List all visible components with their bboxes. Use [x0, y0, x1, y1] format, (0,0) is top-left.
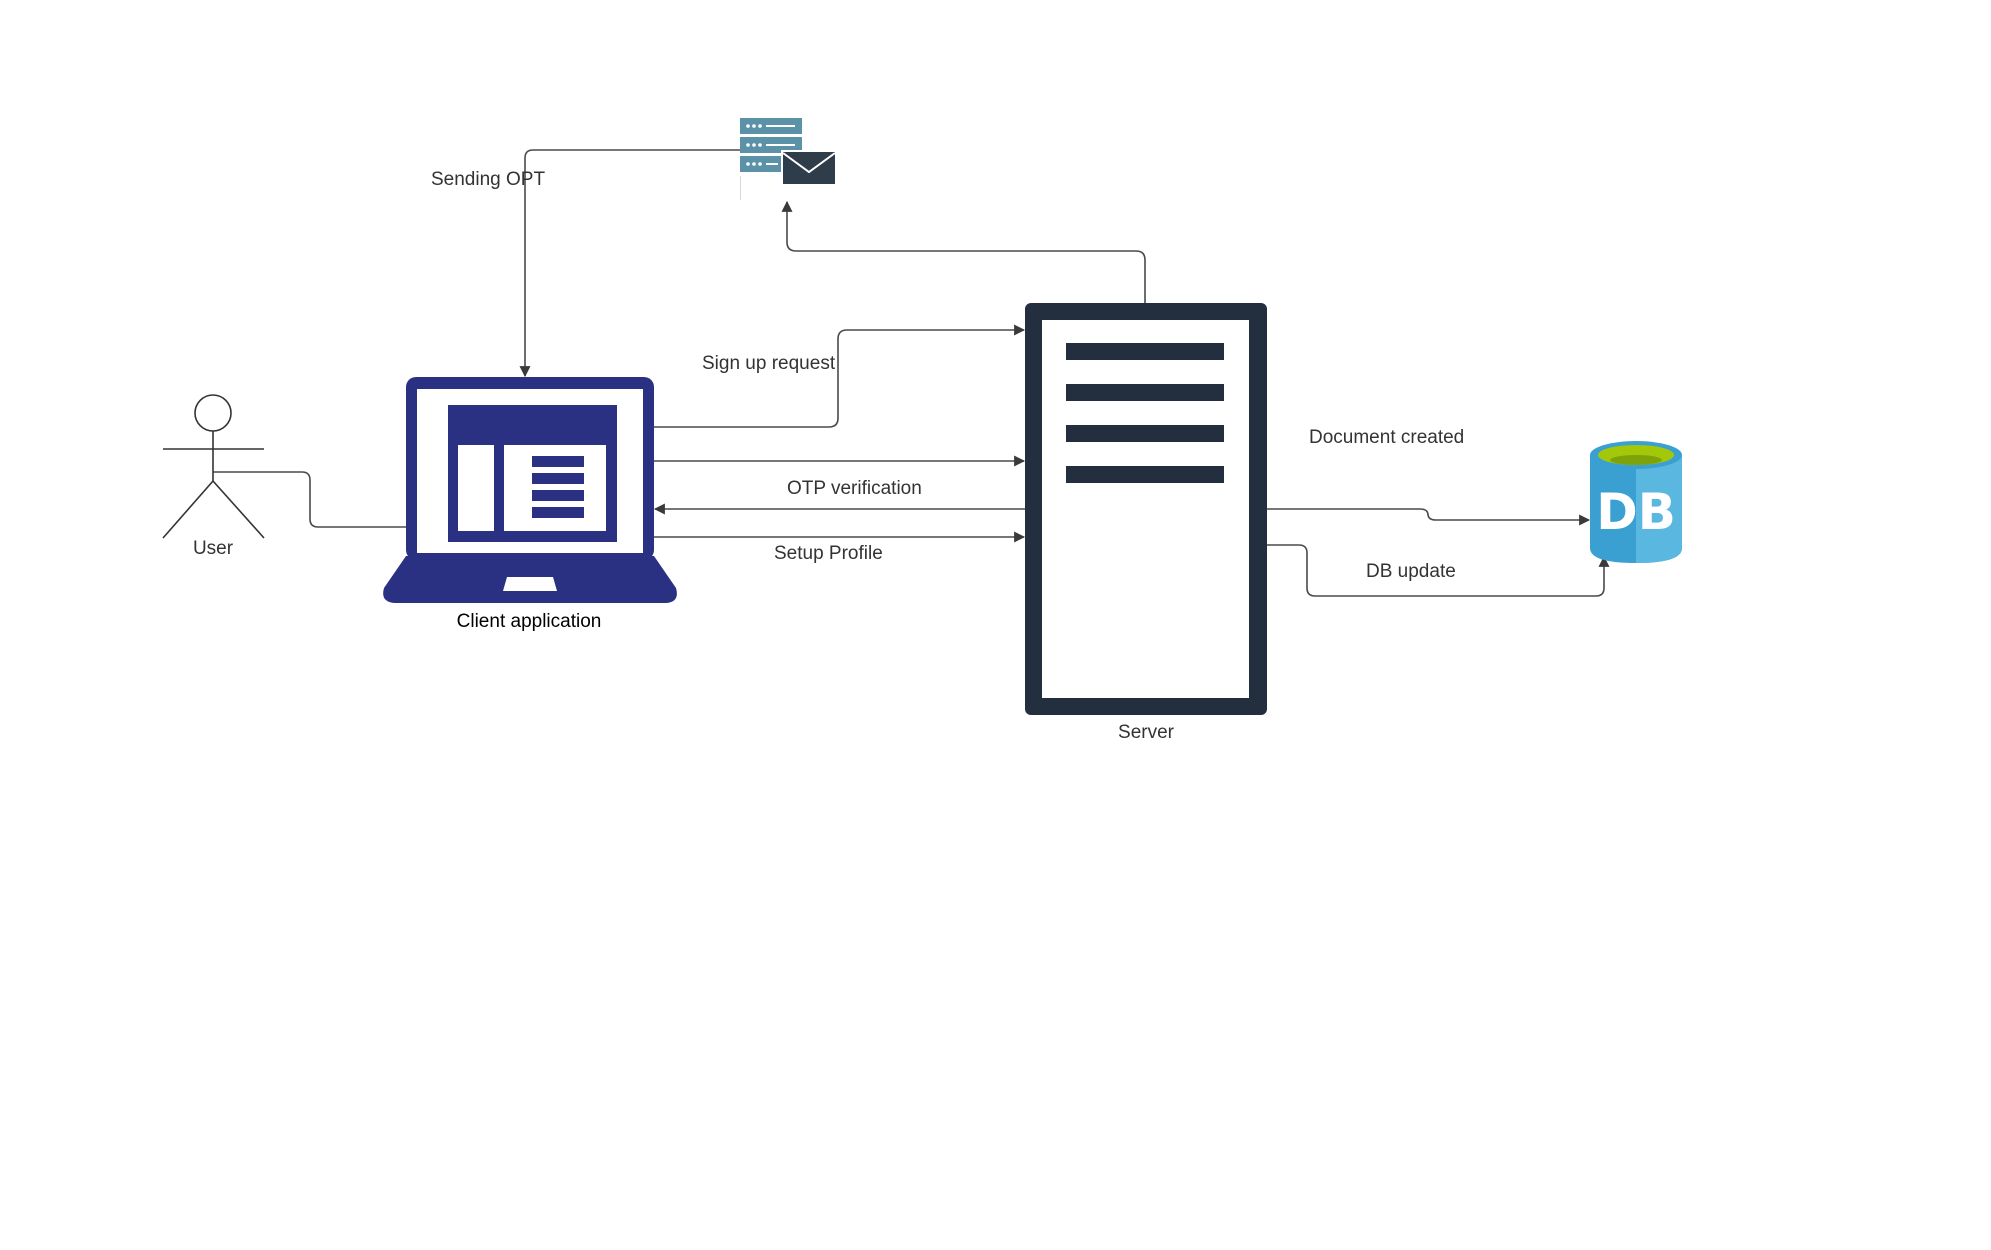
database-node[interactable]: DB — [1590, 441, 1682, 563]
edge-server-to-mail — [781, 200, 1146, 303]
client-application-node[interactable]: Client application — [383, 377, 677, 632]
server-label: Server — [1118, 722, 1175, 743]
edge-label-sign-up-request: Sign up request — [702, 353, 836, 374]
edge-labels: Sending OPT Sign up request OTP verifica… — [431, 169, 1464, 582]
edge-user-to-client — [213, 471, 406, 528]
database-icon: DB — [1590, 441, 1682, 563]
email-server-icon — [740, 118, 837, 200]
server-node[interactable]: Server — [1025, 303, 1267, 743]
email-server-node[interactable] — [740, 118, 837, 200]
edge-server-to-db-document — [1266, 508, 1591, 526]
edge-label-sending-opt: Sending OPT — [431, 169, 545, 190]
edge-label-otp-verification: OTP verification — [787, 478, 922, 499]
laptop-icon — [383, 377, 677, 603]
envelope-icon — [781, 150, 837, 186]
database-icon-text: DB — [1596, 483, 1676, 541]
edge-label-setup-profile: Setup Profile — [774, 543, 883, 564]
edge-server-to-db-update — [1266, 544, 1610, 597]
edge-client-to-server-signup — [652, 324, 1026, 428]
user-node[interactable]: User — [162, 394, 265, 559]
edge-mail-to-client — [519, 149, 740, 378]
edge-label-document-created: Document created — [1309, 427, 1464, 448]
client-application-label: Client application — [457, 611, 602, 632]
server-rack-icon — [1025, 303, 1267, 715]
edge-label-db-update: DB update — [1366, 561, 1456, 582]
stick-figure-icon — [162, 394, 265, 539]
user-label: User — [193, 538, 234, 559]
edges — [213, 149, 1610, 597]
